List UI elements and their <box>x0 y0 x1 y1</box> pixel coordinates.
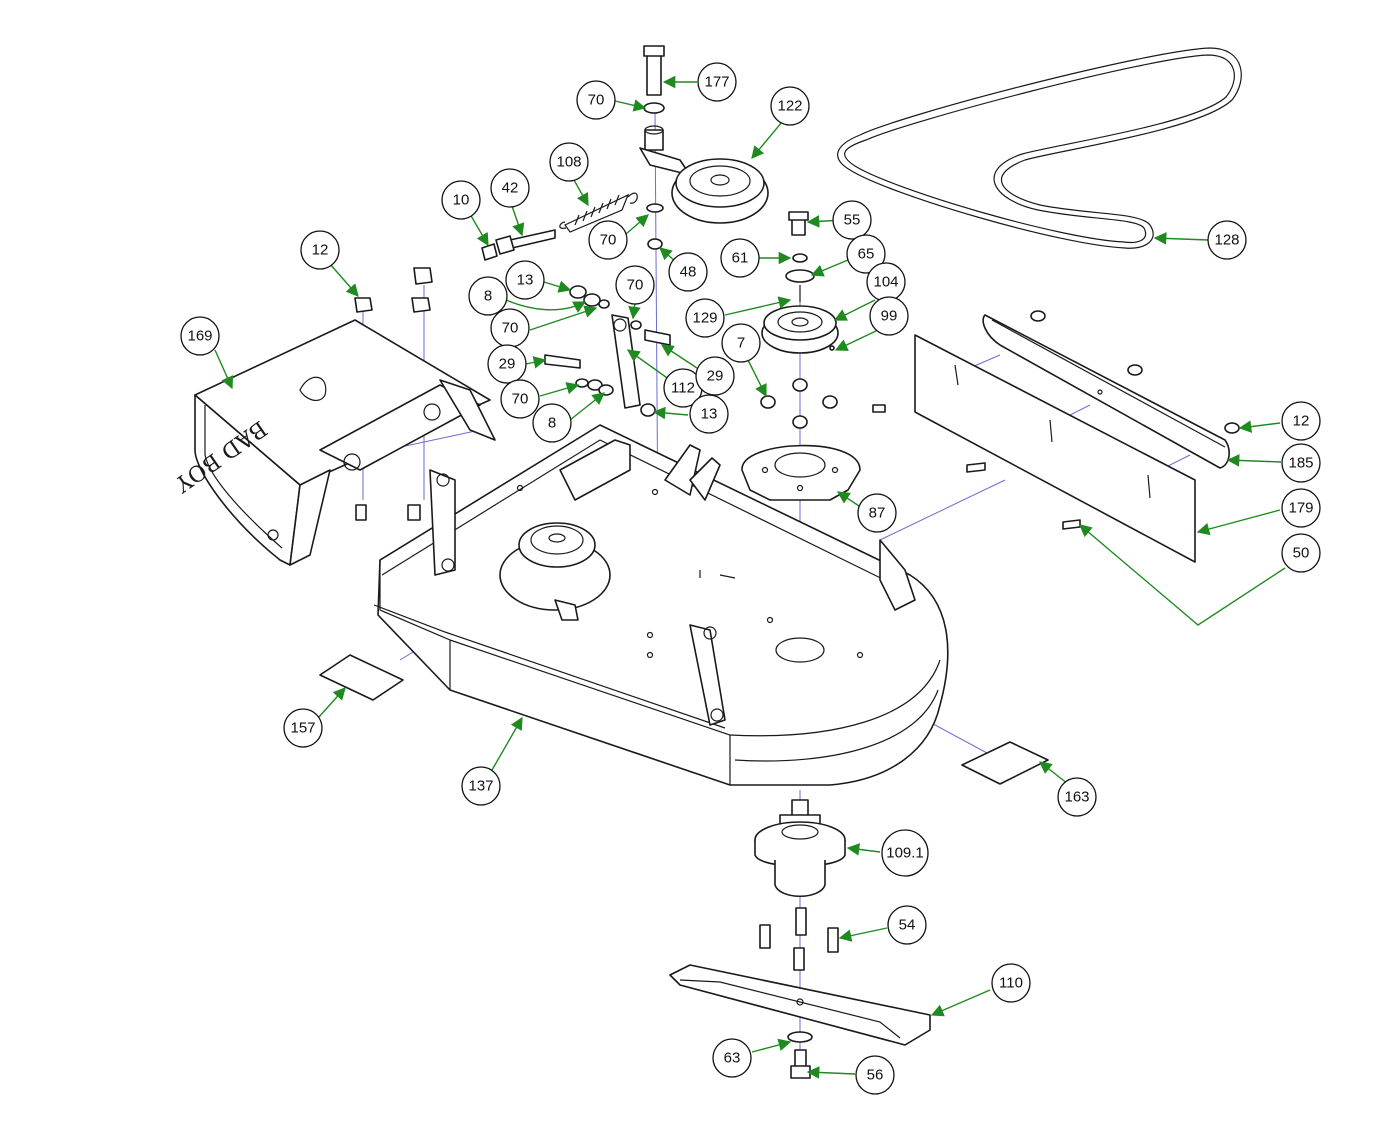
callout-177: 177 <box>697 62 737 102</box>
callout-112: 112 <box>663 368 703 408</box>
callout-99: 99 <box>869 296 909 336</box>
svg-text:70: 70 <box>627 277 644 294</box>
svg-text:8: 8 <box>484 288 492 305</box>
callout-55: 55 <box>832 200 872 240</box>
svg-text:29: 29 <box>499 356 516 373</box>
svg-text:112: 112 <box>671 380 695 397</box>
callout-50: 50 <box>1281 533 1321 573</box>
callout-65: 65 <box>846 234 886 274</box>
callout-8: 8 <box>468 276 508 316</box>
blade-spindle <box>754 799 846 897</box>
callout-leaders <box>214 75 1286 1079</box>
callout-7: 7 <box>721 323 761 363</box>
svg-text:13: 13 <box>701 406 718 423</box>
svg-text:70: 70 <box>512 391 529 408</box>
svg-text:163: 163 <box>1064 789 1089 806</box>
svg-text:63: 63 <box>724 1050 741 1067</box>
callout-63: 63 <box>712 1038 752 1078</box>
callout-70: 70 <box>588 220 628 260</box>
callout-128: 128 <box>1207 220 1247 260</box>
mower-deck-housing <box>373 424 949 786</box>
callout-12: 12 <box>1281 401 1321 441</box>
svg-text:70: 70 <box>502 320 519 337</box>
callout-8: 8 <box>532 403 572 443</box>
blade-bolt <box>787 1031 813 1079</box>
callout-137: 137 <box>461 766 501 806</box>
callout-110: 110 <box>991 963 1031 1003</box>
svg-text:104: 104 <box>873 274 898 291</box>
callout-61: 61 <box>720 238 760 278</box>
callout-48: 48 <box>668 252 708 292</box>
callout-56: 56 <box>855 1055 895 1095</box>
svg-text:109.1: 109.1 <box>886 845 924 862</box>
callout-108: 108 <box>549 142 589 182</box>
callout-169: 169 <box>180 316 220 356</box>
svg-text:99: 99 <box>881 308 898 325</box>
callout-54: 54 <box>887 905 927 945</box>
svg-text:54: 54 <box>899 917 916 934</box>
callout-13: 13 <box>689 394 729 434</box>
svg-text:61: 61 <box>732 250 749 267</box>
callout-29: 29 <box>487 344 527 384</box>
callout-bubbles: 177 70 122 108 42 10 70 48 55 61 65 128 … <box>180 62 1321 1095</box>
mower-blade <box>669 964 931 1046</box>
callout-157: 157 <box>283 708 323 748</box>
callout-12: 12 <box>300 230 340 270</box>
svg-text:179: 179 <box>1288 500 1313 517</box>
callout-29: 29 <box>695 356 735 396</box>
svg-text:137: 137 <box>468 778 493 795</box>
callout-104: 104 <box>866 262 906 302</box>
svg-text:108: 108 <box>556 154 581 171</box>
svg-text:12: 12 <box>312 242 329 259</box>
callout-163: 163 <box>1057 777 1097 817</box>
callout-42: 42 <box>490 168 530 208</box>
svg-text:122: 122 <box>777 98 802 115</box>
svg-text:13: 13 <box>517 272 534 289</box>
callout-70: 70 <box>490 308 530 348</box>
callout-87: 87 <box>857 493 897 533</box>
svg-text:48: 48 <box>680 264 697 281</box>
deck-front-shield: BAD BOY <box>169 319 496 566</box>
svg-text:177: 177 <box>704 74 729 91</box>
callout-122: 122 <box>770 86 810 126</box>
callout-179: 179 <box>1281 488 1321 528</box>
svg-text:70: 70 <box>588 92 605 109</box>
svg-text:8: 8 <box>548 415 556 432</box>
svg-text:50: 50 <box>1293 545 1310 562</box>
callout-70: 70 <box>615 265 655 305</box>
drive-belt <box>837 47 1242 249</box>
svg-text:87: 87 <box>869 505 886 522</box>
svg-text:128: 128 <box>1214 232 1239 249</box>
svg-text:157: 157 <box>290 720 315 737</box>
svg-text:29: 29 <box>707 368 724 385</box>
callout-129: 129 <box>685 298 725 338</box>
svg-text:110: 110 <box>999 975 1023 992</box>
svg-text:169: 169 <box>187 328 212 345</box>
svg-text:129: 129 <box>692 310 717 327</box>
callout-70: 70 <box>576 80 616 120</box>
svg-text:70: 70 <box>600 232 617 249</box>
idler-pulley-assembly <box>639 45 769 250</box>
decals <box>319 654 1049 785</box>
callout-10: 10 <box>441 180 481 220</box>
svg-text:65: 65 <box>858 246 875 263</box>
spindle-bolts <box>759 907 839 971</box>
callout-70: 70 <box>500 379 540 419</box>
callout-13: 13 <box>505 260 545 300</box>
callout-109-1: 109.1 <box>881 829 929 877</box>
svg-text:10: 10 <box>453 192 470 209</box>
tension-spring <box>481 192 638 261</box>
svg-text:56: 56 <box>867 1067 884 1084</box>
svg-text:12: 12 <box>1293 413 1310 430</box>
svg-text:42: 42 <box>502 180 519 197</box>
svg-text:7: 7 <box>737 335 745 352</box>
svg-text:55: 55 <box>844 212 861 229</box>
callout-185: 185 <box>1281 443 1321 483</box>
svg-text:185: 185 <box>1288 455 1313 472</box>
side-discharge-plate <box>914 310 1240 563</box>
